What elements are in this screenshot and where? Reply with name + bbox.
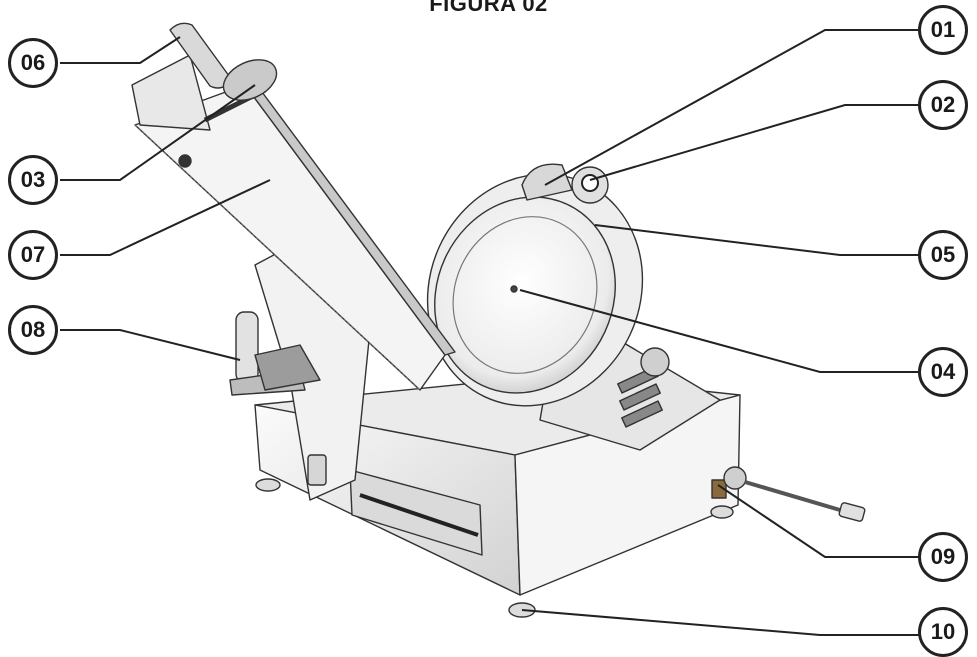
adjust-knob bbox=[640, 347, 670, 377]
leader-10 bbox=[521, 609, 920, 636]
leader-02 bbox=[589, 104, 920, 181]
callout-02: 02 bbox=[918, 80, 968, 130]
leader-01 bbox=[544, 29, 920, 186]
power-switch bbox=[711, 479, 727, 499]
callout-09: 09 bbox=[918, 532, 968, 582]
leader-06 bbox=[60, 36, 181, 64]
leader-07 bbox=[60, 179, 271, 256]
pusher-plate bbox=[131, 54, 211, 131]
callout-08: 08 bbox=[8, 305, 58, 355]
side-knob bbox=[235, 311, 259, 383]
callout-06: 06 bbox=[8, 38, 58, 88]
machine-body bbox=[131, 22, 866, 618]
leader-04 bbox=[519, 289, 920, 373]
power-cord bbox=[744, 480, 841, 512]
sharpener bbox=[521, 163, 573, 201]
callout-03: 03 bbox=[8, 155, 58, 205]
leader-05 bbox=[594, 224, 920, 256]
callout-04: 04 bbox=[918, 347, 968, 397]
foot bbox=[255, 478, 281, 492]
callout-01: 01 bbox=[918, 5, 968, 55]
leader-03 bbox=[60, 84, 256, 181]
foot bbox=[710, 505, 734, 519]
leader-08 bbox=[60, 329, 241, 361]
leader-lines bbox=[60, 29, 920, 636]
figure-title: FIGURA 02 bbox=[429, 0, 548, 16]
callout-07: 07 bbox=[8, 230, 58, 280]
callout-10: 10 bbox=[918, 607, 968, 657]
blade bbox=[434, 196, 616, 394]
callout-05: 05 bbox=[918, 230, 968, 280]
leader-09 bbox=[717, 484, 920, 558]
